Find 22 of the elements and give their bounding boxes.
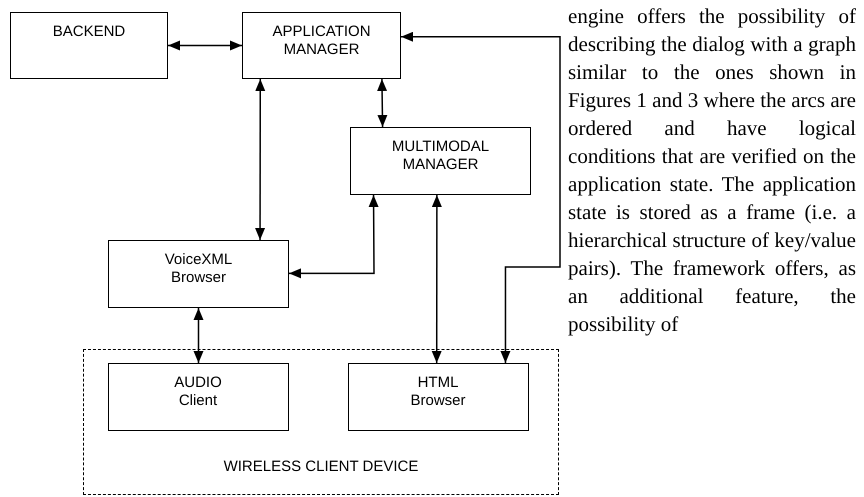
component-label: VoiceXML Browser xyxy=(164,251,234,287)
component-label: WIRELESS CLIENT DEVICE xyxy=(222,458,420,476)
device-group-box xyxy=(83,349,559,495)
component-label: MULTIMODAL MANAGER xyxy=(390,138,490,174)
body-paragraph: engine offers the possibility of describing the dialog with a graph similar to the ones shown in Figures 1 and 3 where the arcs are ordered and have logical conditions that are verified on the application state. The application state is stored as a frame (i.e. a hierarchical structure of key/value pairs). The framework offers, as an additional feature, the possibility of xyxy=(568,3,856,338)
arrow xyxy=(377,78,388,128)
component-label: HTML Browser xyxy=(409,374,466,410)
component-label: BACKEND xyxy=(52,23,126,41)
arrow xyxy=(168,40,242,50)
component-box xyxy=(108,362,288,430)
component-box xyxy=(108,240,289,308)
component-label: AUDIO Client xyxy=(173,374,223,410)
arrow xyxy=(432,195,442,363)
component-box xyxy=(10,12,168,79)
arrow xyxy=(194,308,204,363)
component-box xyxy=(242,12,401,79)
arrow xyxy=(289,195,379,278)
arrow xyxy=(401,32,561,363)
component-label: APPLICATION MANAGER xyxy=(271,23,372,59)
arrow xyxy=(255,79,266,240)
component-box xyxy=(350,127,531,195)
component-box xyxy=(348,362,528,430)
